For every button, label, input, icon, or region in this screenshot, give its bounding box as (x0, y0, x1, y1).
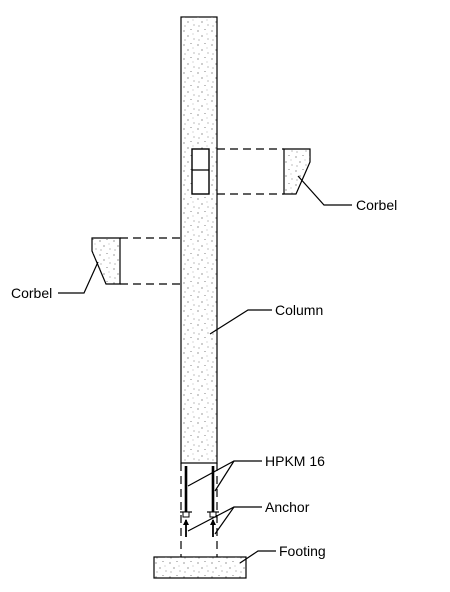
label-footing: Footing (279, 543, 326, 559)
column-base-dashes (180, 463, 218, 557)
connector-hpkm (184, 466, 215, 512)
label-connector: HPKM 16 (265, 453, 325, 469)
label-column: Column (275, 302, 323, 318)
label-anchor: Anchor (265, 499, 310, 515)
leader-lines (58, 175, 352, 564)
corbel-left (91, 237, 181, 285)
column (180, 16, 218, 464)
label-corbel-left: Corbel (11, 285, 52, 301)
footing (153, 556, 247, 579)
anchor-bolts (180, 511, 219, 537)
corbel-right (217, 148, 311, 195)
label-corbel-right: Corbel (356, 197, 397, 213)
column-opening (191, 148, 210, 195)
